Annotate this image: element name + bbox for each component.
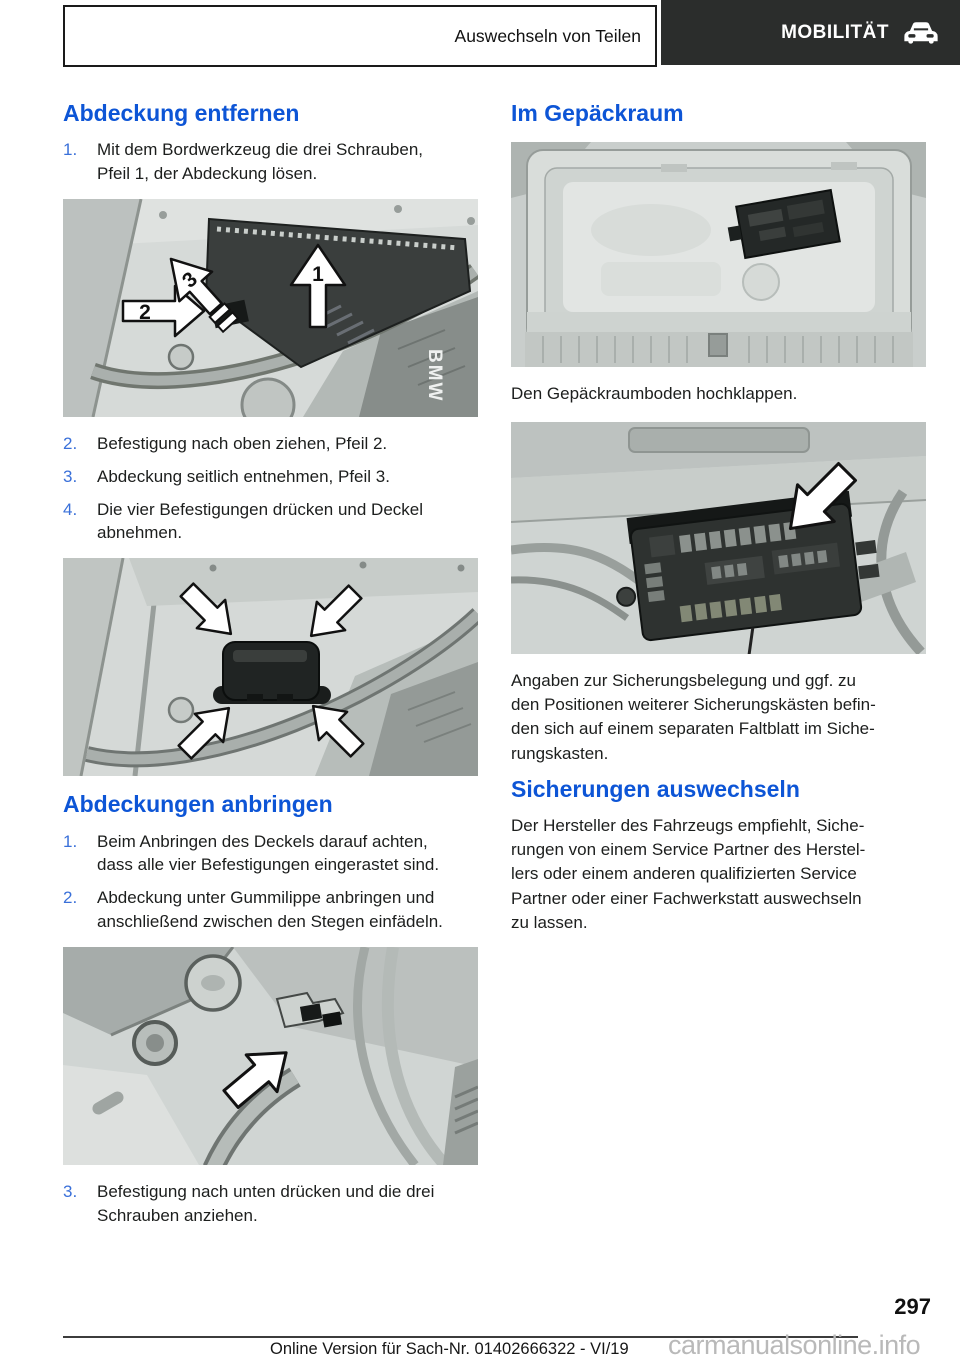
- list-item: 2. Befestigung nach oben ziehen, Pfeil 2…: [63, 432, 478, 456]
- engine-brand-label: BMW: [424, 349, 445, 402]
- list-item: 1. Beim Anbringen des Deckels darauf ach…: [63, 830, 478, 878]
- figure-rear-fuse-box-arrow: [511, 422, 926, 655]
- arrow-3: 3: [169, 257, 240, 334]
- section-title-abdeckungen-anbringen: Abdeckungen anbringen: [63, 791, 333, 818]
- attach-steps-part1: 1. Beim Anbringen des Deckels darauf ach…: [63, 830, 478, 934]
- figure-luggage-compartment: [511, 142, 926, 368]
- list-item: 2. Abdeckung unter Gummilippe anbringen …: [63, 886, 478, 934]
- header-breadcrumb-box: Auswechseln von Teilen: [63, 5, 657, 67]
- attach-steps-part2: 3. Befestigung nach unten drücken und di…: [63, 1180, 478, 1228]
- footer-version-line: Online Version für Sach-Nr. 01402666322 …: [270, 1340, 629, 1358]
- figure-engine-cover-arrows: BMW 1 2 3: [63, 199, 478, 418]
- rear-fuse-box-illustration: [511, 422, 926, 655]
- rear-fuse-box: [727, 189, 841, 260]
- watermark: carmanualsonline.info: [668, 1330, 921, 1360]
- list-item: 1. Mit dem Bordwerkzeug die drei Schraub…: [63, 138, 478, 186]
- remove-steps-part2: 2. Befestigung nach oben ziehen, Pfeil 2…: [63, 432, 478, 545]
- step-number: 3.: [63, 1181, 78, 1201]
- figure-clip-detail: [63, 946, 478, 1165]
- step-number: 2.: [63, 434, 78, 454]
- right-column: Im Gepäckraum: [511, 100, 926, 945]
- luggage-compartment-illustration: [511, 142, 926, 368]
- arrow-up-right: [222, 1051, 288, 1109]
- step-text: Abdeckung seitlich entnehmen, Pfeil 3.: [97, 466, 390, 486]
- step-text: Befestigung nach oben ziehen, Pfeil 2.: [97, 434, 388, 454]
- step-number: 3.: [63, 466, 78, 486]
- section-title-im-gepaeckraum: Im Gepäckraum: [511, 100, 684, 126]
- list-item: 4. Die vier Befestigungen drücken und De…: [63, 498, 478, 546]
- chapter-tab-label: MOBILITÄT: [781, 21, 889, 43]
- cover-four-arrows-illustration: [63, 558, 478, 777]
- step-text: Beim Anbringen des Deckels darauf achten…: [97, 831, 440, 875]
- list-item: 3. Befestigung nach unten drücken und di…: [63, 1180, 478, 1228]
- car-icon: [902, 20, 940, 45]
- replace-paragraph: Der Hersteller des Fahrzeugs empfiehlt, …: [511, 816, 866, 932]
- step-text: Befestigung nach unten drücken und die d…: [97, 1181, 435, 1225]
- step-text: Die vier Befestigungen drücken und Decke…: [97, 499, 424, 543]
- clip-detail-illustration: [63, 946, 478, 1165]
- step-number: 1.: [63, 140, 78, 160]
- fuse-info-paragraph: Angaben zur Sicherungsbelegung und ggf. …: [511, 671, 876, 763]
- arrow-1: [289, 243, 347, 329]
- list-item: 3. Abdeckung seitlich entnehmen, Pfeil 3…: [63, 465, 478, 489]
- engine-cover-illustration: BMW 1 2 3: [63, 199, 478, 418]
- chapter-tab-mobilitaet: MOBILITÄT: [661, 0, 960, 65]
- arrow-down-left: [788, 462, 857, 531]
- section-title-sicherungen-auswechseln: Sicherungen auswechseln: [511, 775, 800, 802]
- section-title-abdeckung-entfernen: Abdeckung entfernen: [63, 100, 300, 126]
- page-number: 297: [894, 1294, 931, 1319]
- step-number: 1.: [63, 831, 78, 851]
- figure-cover-four-arrows: [63, 558, 478, 777]
- step-number: 2.: [63, 888, 78, 908]
- remove-steps-part1: 1. Mit dem Bordwerkzeug die drei Schraub…: [63, 138, 478, 186]
- breadcrumb: Auswechseln von Teilen: [454, 25, 641, 46]
- step-text: Abdeckung unter Gummilippe anbringen und…: [97, 888, 443, 932]
- four-inward-arrows: [177, 582, 365, 760]
- left-column: Abdeckung entfernen 1. Mit dem Bordwerkz…: [63, 100, 478, 1236]
- footer-divider: [63, 1336, 858, 1338]
- step-text: Mit dem Bordwerkzeug die drei Schrauben,…: [97, 140, 423, 184]
- arrow-2-label: 2: [139, 301, 151, 324]
- luggage-caption: Den Gepäckraumboden hochklappen.: [511, 384, 798, 404]
- step-number: 4.: [63, 499, 78, 519]
- arrow-1-label: 1: [312, 263, 324, 286]
